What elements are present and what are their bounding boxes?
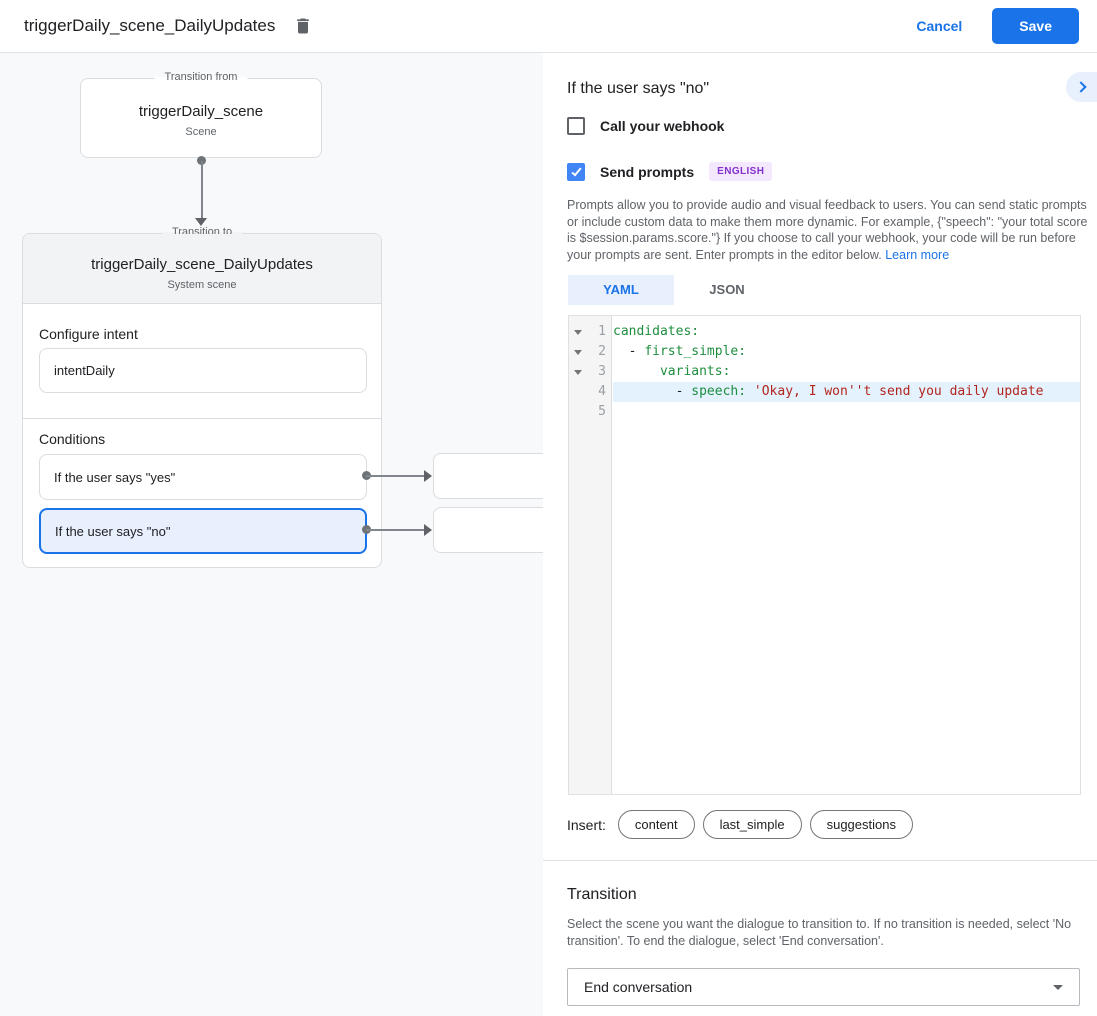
editor-line: 3 variants: (569, 362, 1080, 382)
transition-select[interactable]: End conversation (567, 968, 1080, 1006)
delete-button[interactable] (293, 15, 313, 37)
line-number: 5 (598, 404, 606, 419)
transition-target-node[interactable] (433, 453, 543, 499)
webhook-checkbox-row: Call your webhook (567, 117, 724, 135)
save-button[interactable]: Save (992, 8, 1079, 44)
line-number: 4 (598, 384, 606, 399)
chevron-right-icon (1074, 81, 1087, 93)
tab-yaml[interactable]: YAML (568, 275, 674, 305)
page-title: triggerDaily_scene_DailyUpdates (24, 16, 276, 35)
fold-toggle-icon[interactable] (574, 369, 588, 375)
editor-line: 2 - first_simple: (569, 342, 1080, 362)
connector-line (201, 161, 203, 219)
line-number: 3 (598, 364, 606, 379)
panel-title: If the user says "no" (567, 80, 710, 97)
condition-item-no[interactable]: If the user says "no" (39, 508, 367, 554)
insert-label: Insert: (567, 816, 606, 833)
tab-json[interactable]: JSON (709, 282, 745, 297)
send-prompts-checkbox-row: Send prompts ENGLISH (567, 162, 773, 181)
collapse-panel-button[interactable] (1066, 72, 1097, 102)
intent-item[interactable]: intentDaily (39, 348, 367, 393)
learn-more-link[interactable]: Learn more (885, 247, 950, 262)
editor-line: 1 candidates: (569, 322, 1080, 342)
code-line[interactable]: variants: (659, 364, 731, 379)
insert-chip-last-simple[interactable]: last_simple (702, 810, 802, 839)
to-node-subtitle: System scene (167, 279, 237, 291)
code-line[interactable]: candidates: (613, 324, 700, 339)
webhook-label: Call your webhook (600, 118, 725, 134)
editor-gutter (569, 316, 612, 794)
line-number: 2 (598, 344, 606, 359)
section-divider (543, 860, 1097, 861)
editor-line: 5 (569, 402, 1080, 422)
code-line[interactable]: - speech: 'Okay, I won''t send you daily… (613, 382, 1080, 402)
condition-detail-panel: If the user says "no" Call your webhook … (543, 53, 1097, 1016)
to-node-title: triggerDaily_scene_DailyUpdates (91, 256, 313, 273)
insert-row: Insert: content last_simple suggestions (567, 810, 921, 839)
condition-label: If the user says "no" (55, 523, 171, 539)
arrow-right-icon (424, 470, 432, 482)
scene-card-header: triggerDaily_scene_DailyUpdates System s… (23, 234, 381, 304)
prompts-description: Prompts allow you to provide audio and v… (567, 197, 1089, 263)
from-node-title: triggerDaily_scene (138, 103, 264, 120)
flow-canvas[interactable]: Transition from triggerDaily_scene Scene… (0, 53, 543, 1016)
condition-item-yes[interactable]: If the user says "yes" (39, 454, 367, 500)
trash-icon (297, 18, 310, 34)
transition-target-node[interactable] (433, 507, 543, 553)
card-divider (23, 418, 381, 419)
conditions-label: Conditions (39, 431, 106, 447)
webhook-checkbox[interactable] (567, 117, 585, 135)
send-prompts-checkbox[interactable] (567, 162, 585, 181)
transition-from-legend: Transition from (154, 71, 248, 83)
check-icon (570, 165, 582, 176)
prompts-description-text: Prompts allow you to provide audio and v… (567, 198, 1088, 262)
arrow-down-icon (195, 218, 207, 226)
cancel-button[interactable]: Cancel (916, 18, 963, 34)
condition-label: If the user says "yes" (54, 469, 176, 485)
connector-line (366, 529, 424, 531)
intent-name: intentDaily (54, 363, 115, 378)
code-line[interactable]: - first_simple: (613, 344, 747, 359)
editor-format-tabs: YAML JSON (568, 275, 780, 305)
fold-toggle-icon[interactable] (574, 329, 588, 335)
connector-dot (197, 156, 206, 165)
editor-line-highlighted: 4 - speech: 'Okay, I won''t send you dai… (569, 382, 1080, 402)
code-line[interactable] (613, 402, 1080, 422)
transition-heading: Transition (567, 886, 637, 903)
configure-intent-label: Configure intent (39, 326, 138, 342)
line-number: 1 (598, 324, 606, 339)
insert-chip-suggestions[interactable]: suggestions (809, 810, 913, 839)
fold-toggle-icon[interactable] (574, 349, 588, 355)
editor-lines: 1 candidates: 2 - first_simple: 3 (569, 322, 1080, 422)
yaml-code-editor[interactable]: 1 candidates: 2 - first_simple: 3 (568, 315, 1081, 795)
transition-to-node[interactable]: Transition to triggerDaily_scene_DailyUp… (22, 226, 382, 568)
arrow-right-icon (424, 524, 432, 536)
transition-from-node[interactable]: Transition from triggerDaily_scene Scene (80, 71, 322, 158)
insert-chip-content[interactable]: content (617, 810, 695, 839)
connector-line (366, 475, 424, 477)
from-node-subtitle: Scene (185, 126, 217, 138)
topbar: triggerDaily_scene_DailyUpdates Cancel S… (0, 0, 1097, 53)
transition-select-value: End conversation (584, 979, 693, 995)
dropdown-caret-icon (1053, 984, 1063, 990)
send-prompts-label: Send prompts (600, 163, 695, 180)
language-badge: ENGLISH (709, 162, 773, 181)
transition-description: Select the scene you want the dialogue t… (567, 917, 1072, 948)
